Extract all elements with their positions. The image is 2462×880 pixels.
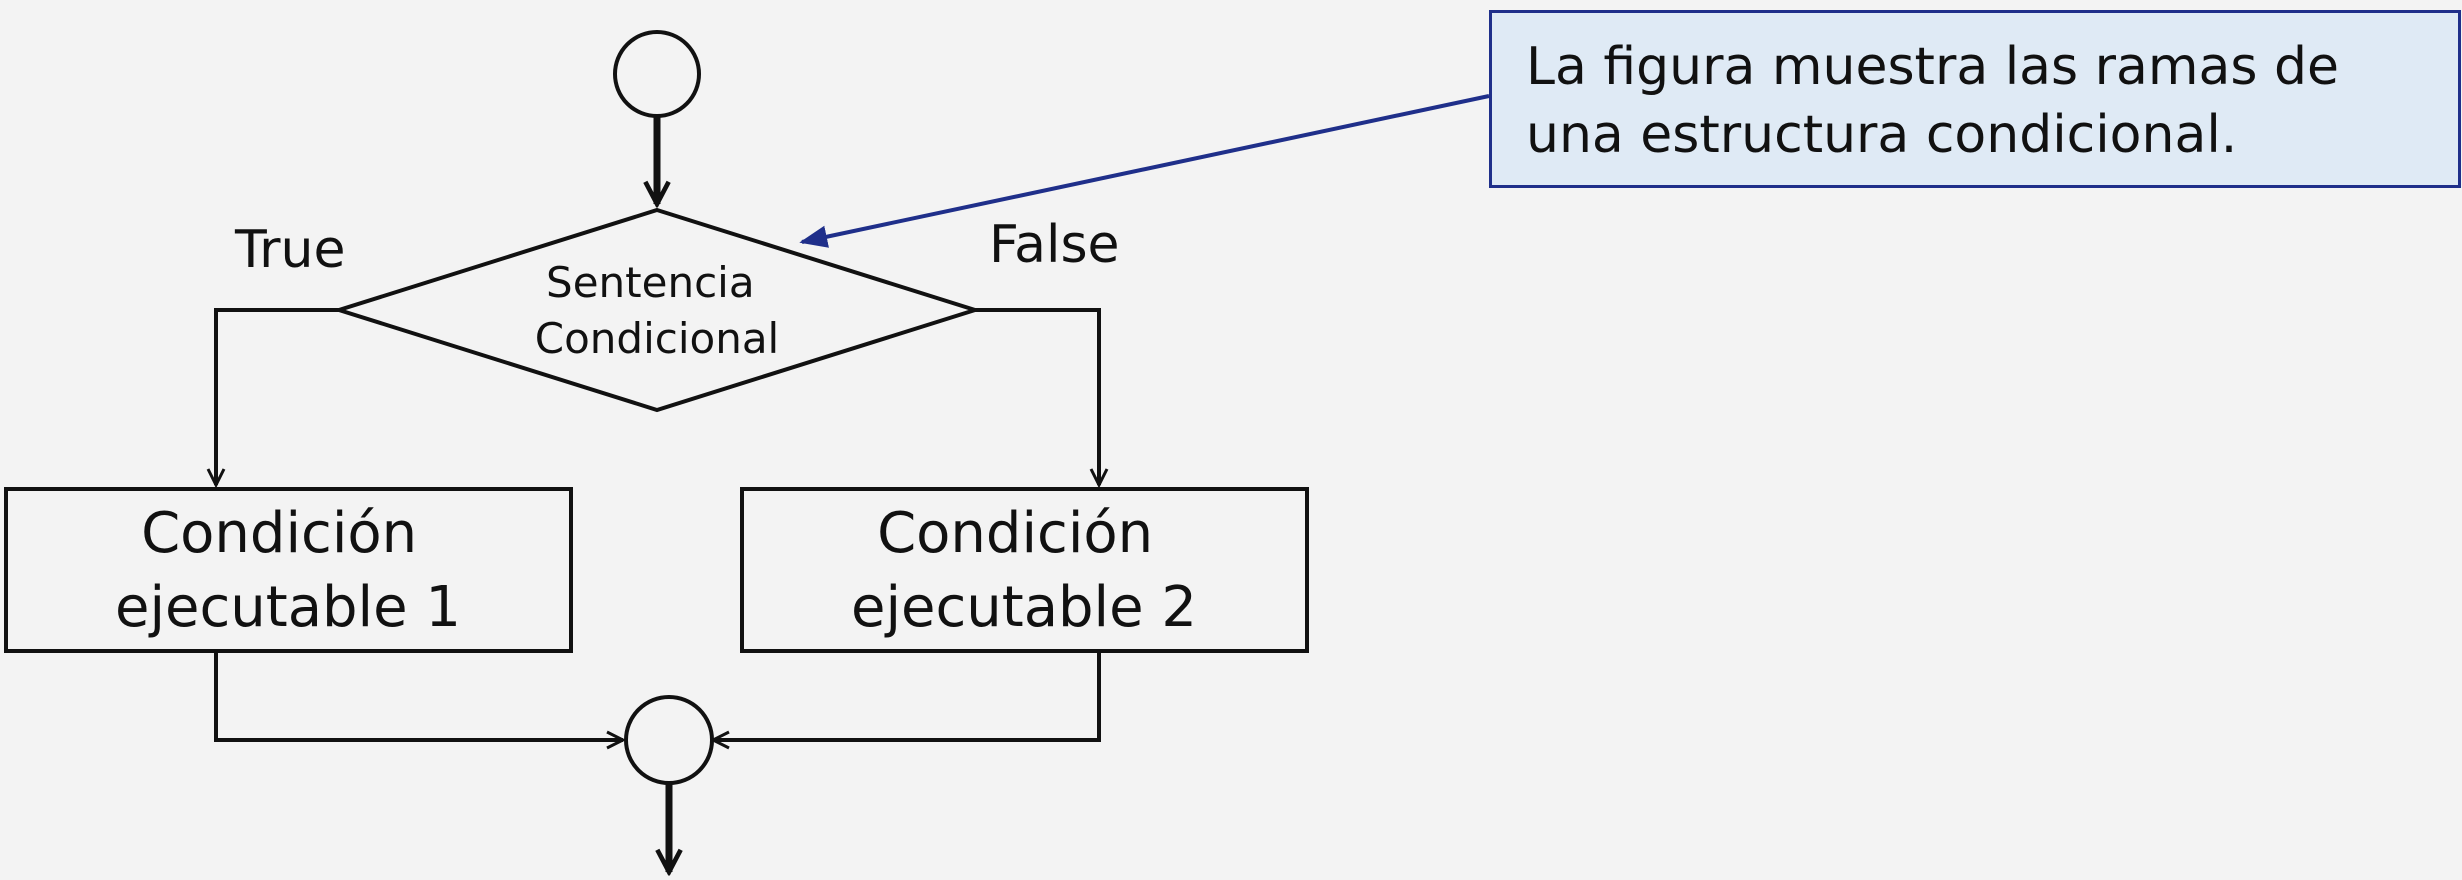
false-branch-label: False [989, 215, 1120, 275]
merge-connector-right [713, 651, 1101, 740]
false-branch-connector [975, 308, 1099, 485]
decision-diamond [332, 207, 982, 413]
callout-line-2: una estructura condicional. [1526, 105, 2238, 165]
callout-line-1: La figura muestra las ramas de [1526, 37, 2340, 97]
true-branch-connector [216, 308, 339, 485]
process-box-2 [740, 487, 1309, 653]
process-box-2-label: Condición ejecutable 2 [851, 501, 1197, 640]
merge-connector-left [214, 651, 623, 740]
true-branch-label: True [234, 220, 345, 280]
process-box-1-label: Condición ejecutable 1 [115, 501, 461, 640]
merge-node [624, 695, 714, 785]
start-node [613, 30, 701, 118]
process-box-1 [4, 487, 573, 653]
callout-box: La figura muestra las ramas de una estru… [1489, 10, 2461, 188]
decision-label: Sentencia Condicional [535, 258, 779, 363]
callout-pointer-arrow [799, 94, 1490, 248]
